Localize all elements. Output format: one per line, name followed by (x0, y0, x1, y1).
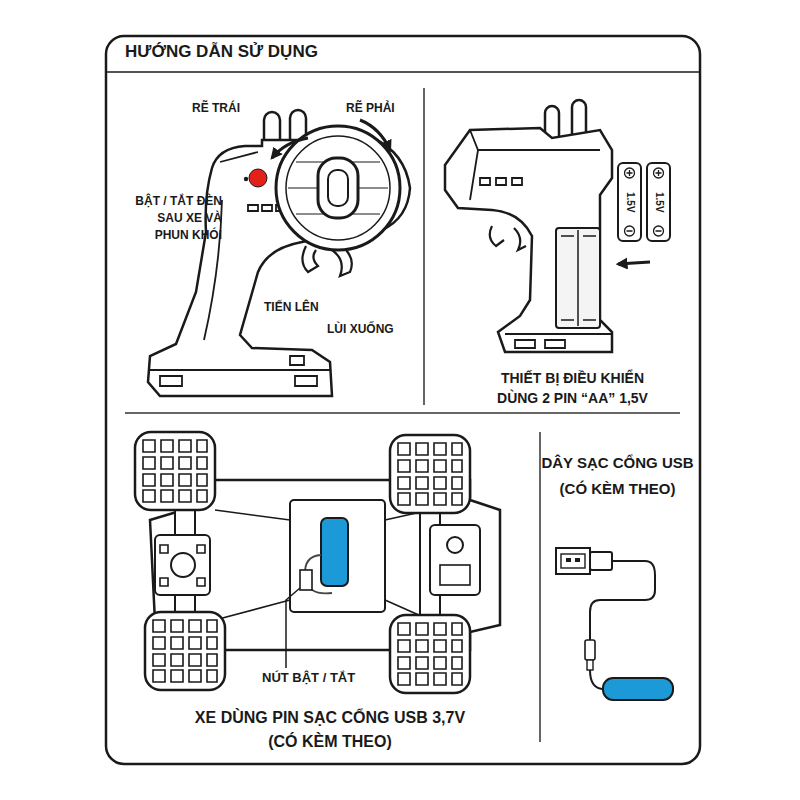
trigger (490, 226, 526, 250)
turn-left-arrow (272, 138, 308, 158)
wheel-hub (318, 158, 358, 218)
steering-wheel (276, 126, 400, 250)
leader-line (286, 588, 300, 668)
remote-controller-battery (445, 100, 650, 352)
rc-car (135, 432, 500, 693)
controller-body (445, 128, 612, 352)
label: RẼ TRÁI (192, 101, 272, 116)
turn-right-arrow (360, 120, 390, 150)
wheel (390, 615, 470, 693)
servo-box (440, 565, 470, 585)
wheel-grip (288, 162, 388, 214)
battery-cell: 1.5V (646, 162, 671, 242)
rechargeable-battery (603, 678, 673, 700)
divider (539, 432, 541, 742)
light-smoke-button (249, 169, 267, 187)
wheel (135, 432, 215, 510)
wheel (145, 612, 225, 690)
power-switch (300, 570, 312, 590)
label: THIẾT BỊ ĐIỀU KHIỂN DÙNG 2 PIN “AA” 1,5V (485, 368, 660, 408)
label: BẬT / TẮT ĐÈN SAU XE VÀ PHUN KHÓI (127, 193, 222, 244)
label: XE DÙNG PIN SẠC CỔNG USB 3,7V (CÓ KÈM TH… (186, 706, 474, 754)
title-heading: HƯỚNG DẪN SỬ DỤNG (125, 42, 318, 62)
usb-tongue (561, 554, 585, 568)
insert-arrow (618, 262, 650, 264)
divider (125, 412, 680, 414)
label: DÂY SẠC CỔNG USB (CÓ KÈM THEO) (535, 450, 700, 502)
callout-dot (244, 177, 248, 181)
cable-connector (585, 640, 595, 660)
cable (590, 670, 604, 689)
title-rule (107, 71, 699, 73)
label: RẼ PHẢI (346, 101, 426, 116)
wheel-hub-inner (328, 170, 348, 206)
servo-gear (447, 537, 463, 553)
body-detail (470, 130, 612, 348)
label: LÙI XUỐNG (327, 322, 417, 337)
steering-servo (430, 525, 480, 595)
usb-contacts (566, 558, 580, 562)
battery-slot (561, 230, 596, 326)
label: TIẾN LÊN (264, 300, 344, 315)
battery-compartment (556, 228, 600, 328)
plug-housing (590, 552, 612, 570)
cable (590, 561, 655, 640)
car-battery (321, 518, 348, 586)
battery-cell: 1.5V (617, 162, 642, 242)
gear (171, 553, 195, 577)
cable-connector (587, 660, 593, 670)
divider (423, 88, 425, 405)
usb-cable (556, 548, 673, 700)
node-text: 1.5V (654, 192, 664, 213)
steering-ring (286, 136, 390, 240)
usb-plug (556, 548, 590, 574)
wheel (390, 435, 470, 513)
node-text: 1.5V (625, 192, 635, 213)
outer-frame (106, 36, 700, 764)
label: NÚT BẬT / TẮT (262, 670, 372, 686)
battery-bay (290, 500, 385, 612)
remote-controller (148, 110, 410, 396)
